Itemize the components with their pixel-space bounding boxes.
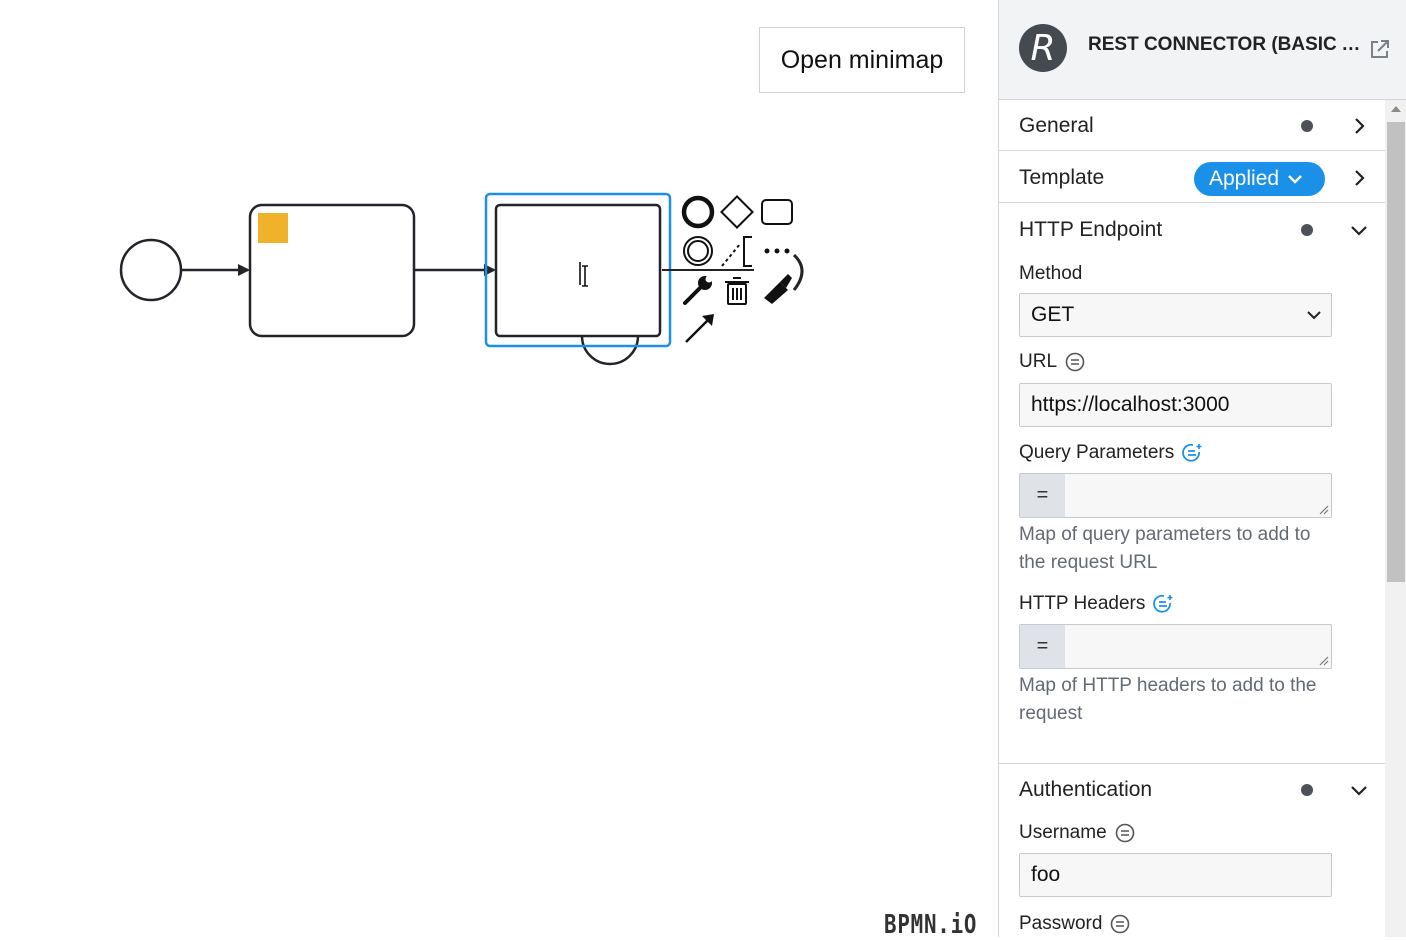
panel-title: REST CONNECTOR (BASIC AUTH): [1088, 34, 1368, 55]
template-applied-dropdown[interactable]: Applied: [1194, 162, 1325, 196]
trash-icon[interactable]: [725, 277, 749, 305]
feel-optional-icon[interactable]: [1065, 352, 1085, 372]
password-label: Password: [1019, 913, 1130, 935]
external-link-icon[interactable]: [1369, 38, 1391, 60]
chevron-down-icon: [1351, 786, 1367, 796]
group-authentication: Authentication Username foo Password: [999, 764, 1385, 937]
start-event[interactable]: [119, 238, 183, 302]
group-header-template[interactable]: Template Applied: [999, 152, 1385, 202]
username-label: Username: [1019, 822, 1135, 844]
scrollbar-thumb[interactable]: [1387, 122, 1405, 582]
group-http-endpoint: HTTP Endpoint Method GET URL https://loc…: [999, 204, 1385, 764]
wrench-icon[interactable]: [683, 275, 713, 305]
feel-optional-icon[interactable]: [1115, 823, 1135, 843]
more-options-icon[interactable]: [764, 248, 790, 254]
text-cursor-icon: [579, 262, 588, 287]
data-indicator-dot: [1301, 784, 1313, 796]
template-logo: R: [1019, 24, 1067, 72]
text-annotation-icon[interactable]: [721, 236, 752, 267]
panel-header: R REST CONNECTOR (BASIC AUTH): [999, 0, 1406, 100]
chevron-right-icon: [1355, 118, 1365, 134]
http-headers-editor[interactable]: =: [1019, 624, 1332, 669]
partial-shape: [792, 253, 804, 291]
query-parameters-editor[interactable]: =: [1019, 473, 1332, 518]
url-label: URL: [1019, 351, 1085, 373]
feel-optional-icon[interactable]: [1110, 914, 1130, 934]
context-pad: [681, 195, 793, 343]
task-type-icon: [258, 213, 288, 243]
group-title: Template: [1019, 166, 1105, 189]
chevron-down-icon: [1288, 175, 1302, 184]
query-parameters-description: Map of query parameters to add to the re…: [1019, 524, 1311, 573]
paint-bucket-icon[interactable]: [764, 274, 792, 304]
gateway-icon[interactable]: [720, 195, 754, 229]
scroll-up-arrow-icon[interactable]: [1391, 106, 1401, 112]
feel-required-icon[interactable]: [1182, 442, 1204, 464]
task-2[interactable]: [494, 203, 662, 338]
method-label: Method: [1019, 263, 1083, 284]
diagram-canvas[interactable]: Open minimap BPMN.iO: [0, 0, 998, 940]
intermediate-event-inner: [687, 240, 709, 262]
data-indicator-dot: [1301, 120, 1313, 132]
query-parameters-label: Query Parameters: [1019, 442, 1204, 464]
end-event-icon[interactable]: [681, 195, 715, 229]
task-icon[interactable]: [761, 199, 793, 225]
select-chevron-icon: [1307, 311, 1321, 320]
url-input[interactable]: https://localhost:3000: [1019, 383, 1332, 427]
connect-arrow-icon[interactable]: [685, 314, 714, 343]
method-select[interactable]: GET: [1019, 293, 1332, 337]
feel-required-icon[interactable]: [1153, 593, 1175, 615]
badge-label: Applied: [1209, 167, 1280, 190]
group-template: Template Applied: [999, 152, 1385, 203]
chevron-right-icon: [1355, 170, 1365, 186]
username-input[interactable]: foo: [1019, 853, 1332, 897]
group-header-http-endpoint[interactable]: HTTP Endpoint: [999, 204, 1385, 254]
properties-panel: R REST CONNECTOR (BASIC AUTH) General Te…: [998, 0, 1406, 937]
group-general: General: [999, 100, 1385, 151]
group-title: HTTP Endpoint: [1019, 218, 1163, 241]
http-headers-label: HTTP Headers: [1019, 593, 1175, 615]
bpmn-diagram: [119, 192, 804, 366]
group-header-general[interactable]: General: [999, 100, 1385, 150]
feel-expression-indicator: =: [1020, 474, 1065, 517]
group-title: General: [1019, 114, 1094, 137]
data-indicator-dot: [1301, 224, 1313, 236]
group-title: Authentication: [1019, 778, 1153, 801]
feel-expression-indicator: =: [1020, 625, 1065, 668]
http-headers-description: Map of HTTP headers to add to the reques…: [1019, 675, 1317, 724]
bpmn-io-watermark[interactable]: BPMN.iO: [884, 910, 978, 940]
panel-scrollbar[interactable]: [1385, 100, 1406, 937]
open-minimap-button[interactable]: Open minimap: [759, 27, 965, 93]
chevron-down-icon: [1351, 226, 1367, 236]
resize-handle-icon[interactable]: [1319, 656, 1329, 666]
resize-handle-icon[interactable]: [1319, 505, 1329, 515]
group-header-authentication[interactable]: Authentication: [999, 764, 1385, 814]
